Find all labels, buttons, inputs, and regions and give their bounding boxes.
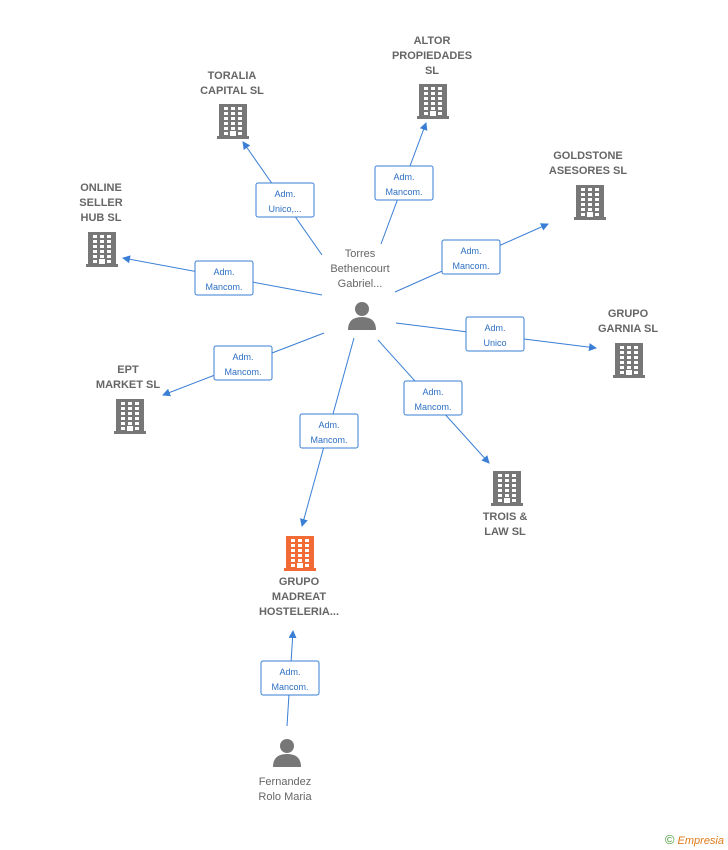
edge-label-text: Unico [483,338,506,348]
building-icon [417,84,449,119]
edge-label-text: Adm. [460,246,481,256]
edge-label-text: Adm. [213,267,234,277]
node-label: GRUPO [279,576,320,588]
node-label: ASESORES SL [549,165,628,177]
brand-footer[interactable]: © Empresia [665,832,724,847]
edge-label-text: Adm. [279,667,300,677]
edge-label-text: Adm. [274,189,295,199]
edge-label-box[interactable]: Adm. Mancom. [403,380,463,416]
brand-name: mpresia [684,835,724,847]
building-icon [284,536,316,571]
node-label: Torres [345,248,376,260]
node-toralia[interactable]: TORALIA CAPITAL SL [200,70,264,139]
edge-label-text: Adm. [232,352,253,362]
edge-label-text: Unico,... [268,204,301,214]
copyright-icon: © [664,832,675,847]
node-label: LAW SL [484,526,526,538]
edge-torres-trois: Adm. Mancom. [377,339,490,464]
node-label: Bethencourt [330,263,389,275]
edge-label-text: Adm. [484,323,505,333]
edge-torres-altor: Adm. Mancom. [374,122,434,245]
node-ept[interactable]: EPT MARKET SL [96,364,160,434]
node-online[interactable]: ONLINE SELLER HUB SL [79,182,123,267]
node-label: HOSTELERIA... [259,606,339,618]
node-label: ONLINE [80,182,122,194]
node-altor[interactable]: ALTOR PROPIEDADES SL [392,35,472,119]
edge-label-text: Mancom. [414,402,451,412]
node-label: TORALIA [208,70,257,82]
node-label: EPT [117,364,139,376]
node-label: HUB SL [81,212,122,224]
node-goldstone[interactable]: GOLDSTONE ASESORES SL [549,150,628,220]
brand-initial: E [677,835,685,847]
node-torres[interactable]: TorresBethencourtGabriel... [330,248,390,330]
edge-label-text: Mancom. [385,187,422,197]
edge-fernandez-madreat: Adm. Mancom. [260,630,320,727]
edge-torres-toralia: Adm. Unico,... [242,141,323,256]
node-label: MADREAT [272,591,326,603]
node-label: PROPIEDADES [392,50,472,62]
building-icon [613,343,645,378]
edge-label-text: Adm. [422,387,443,397]
person-icon [348,302,376,330]
node-label: GARNIA SL [598,323,658,335]
edge-label-box[interactable]: Adm. Unico [465,316,525,352]
edge-label-box[interactable]: Adm. Unico,... [255,182,315,218]
edge-label-box[interactable]: Adm. Mancom. [194,260,254,296]
edge-torres-garnia: Adm. Unico [395,316,597,352]
node-label: ALTOR [414,35,451,47]
edge-label-text: Mancom. [205,282,242,292]
node-label: SELLER [79,197,122,209]
edge-label-box[interactable]: Adm. Mancom. [299,413,359,449]
edge-label-box[interactable]: Adm. Mancom. [213,345,273,381]
building-icon [491,471,523,506]
edge-label-text: Mancom. [224,367,261,377]
edge-label-text: Mancom. [310,435,347,445]
edge-label-box[interactable]: Adm. Mancom. [374,165,434,201]
node-garnia[interactable]: GRUPO GARNIA SL [598,308,658,378]
edge-label-text: Adm. [393,172,414,182]
node-label: Rolo Maria [258,791,312,803]
node-trois[interactable]: TROIS & LAW SL [483,471,528,538]
edge-label-text: Mancom. [271,682,308,692]
building-icon [574,185,606,220]
edge-torres-madreat: Adm. Mancom. [299,337,359,527]
node-label: CAPITAL SL [200,85,264,97]
edge-label-box[interactable]: Adm. Mancom. [441,239,501,275]
edge-torres-ept: Adm. Mancom. [162,332,325,397]
edge-torres-online: Adm. Mancom. [122,255,323,296]
edge-label-text: Mancom. [452,261,489,271]
node-label: MARKET SL [96,379,160,391]
node-madreat[interactable]: GRUPO MADREAT HOSTELERIA... [259,536,339,618]
node-label: Fernandez [259,776,312,788]
node-label: Gabriel... [338,278,383,290]
building-icon [114,399,146,434]
node-label: GRUPO [608,308,649,320]
node-label: TROIS & [483,511,528,523]
edge-torres-goldstone: Adm. Mancom. [394,223,549,293]
edge-label-box[interactable]: Adm. Mancom. [260,660,320,696]
node-label: SL [425,65,439,77]
building-icon [217,104,249,139]
building-icon [86,232,118,267]
node-label: GOLDSTONE [553,150,622,162]
person-icon [273,739,301,767]
edge-label-text: Adm. [318,420,339,430]
